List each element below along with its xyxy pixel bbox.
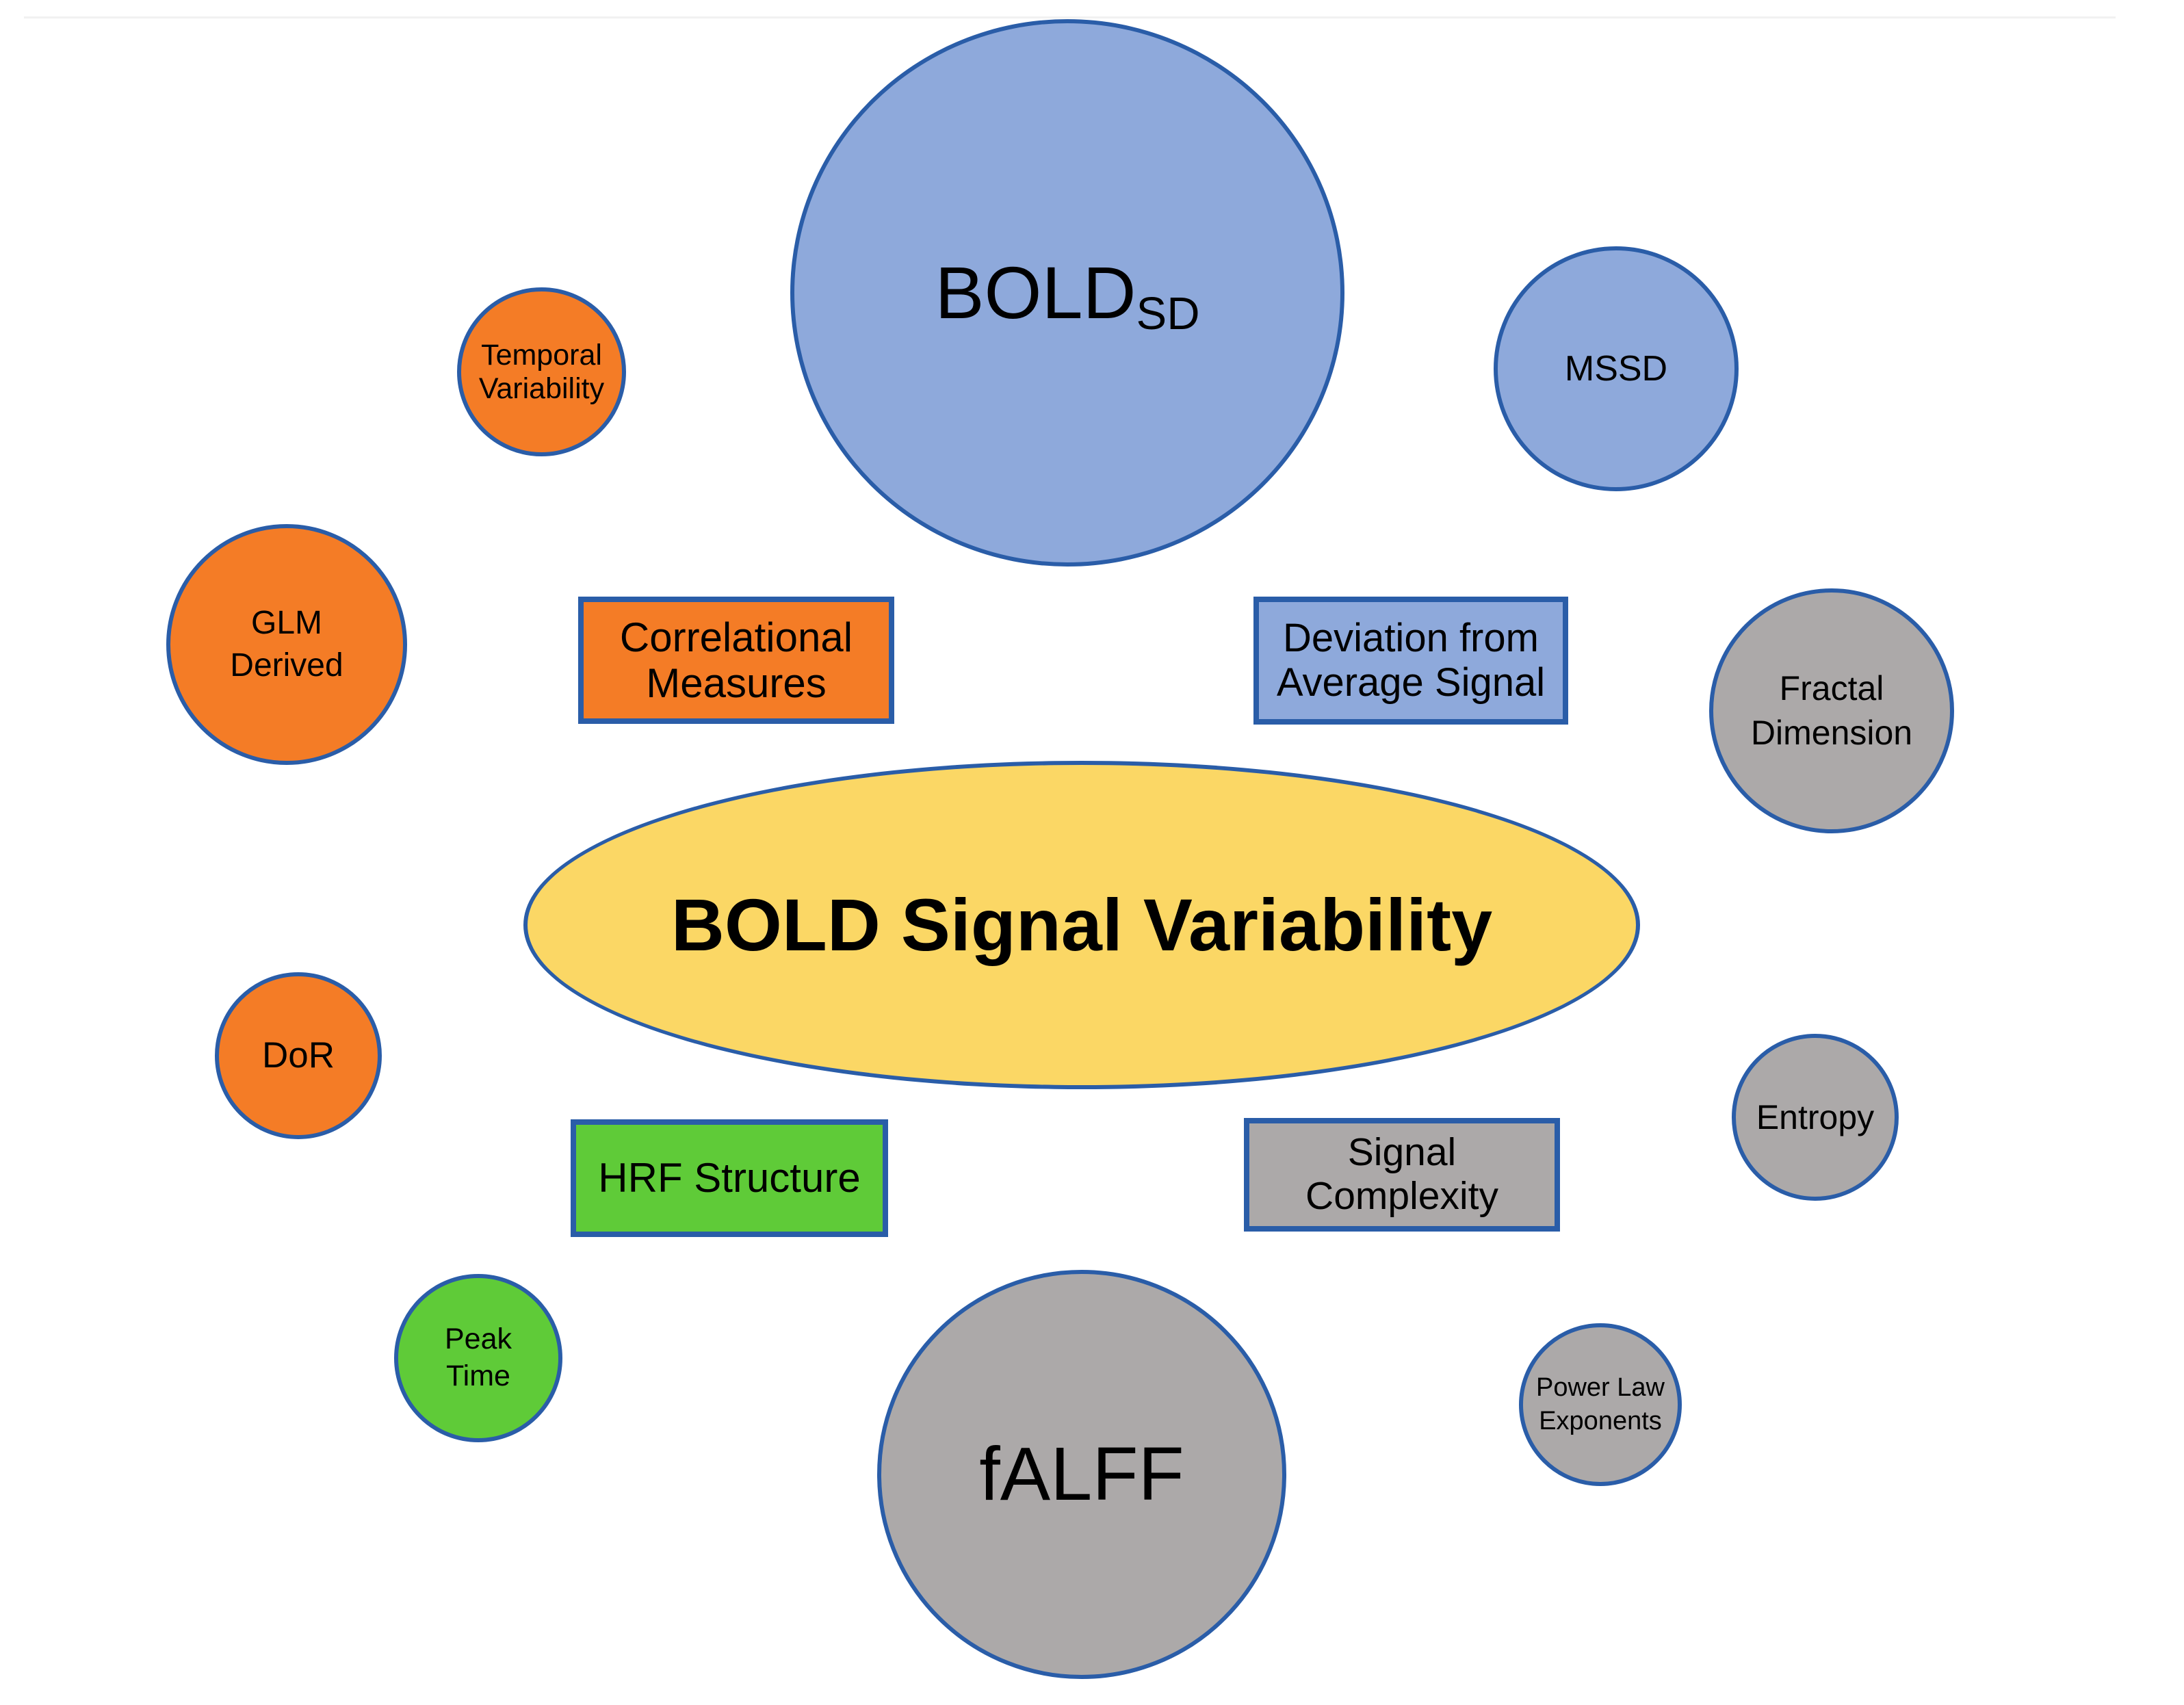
correlational-measures-label: Correlational Measures [619,614,853,706]
signal-complexity-label: Signal Complexity [1305,1130,1498,1218]
bold-sd-circle: BOLDSD [790,19,1344,567]
deviation-from-average-signal-label: Deviation from Average Signal [1276,615,1546,705]
peak-time-circle: Peak Time [394,1274,562,1442]
temporal-variability-circle: Temporal Variability [457,287,626,456]
bold-sd-label: BOLDSD [935,250,1199,339]
temporal-variability-label: Temporal Variability [478,339,605,405]
hrf-structure-label: HRF Structure [598,1155,861,1201]
fractal-dimension-label: Fractal Dimension [1750,669,1913,752]
correlational-measures-rect: Correlational Measures [578,597,894,724]
glm-derived-label: GLM Derived [230,604,343,684]
bold-sd-main-text: BOLD [935,250,1136,334]
bold-sd-subscript: SD [1136,287,1200,339]
bold-signal-variability-title: BOLD Signal Variability [671,883,1493,966]
falff-label: fALFF [979,1432,1184,1517]
fractal-dimension-circle: Fractal Dimension [1709,588,1954,833]
entropy-circle: Entropy [1732,1034,1899,1201]
dor-label: DoR [261,1035,335,1076]
power-law-exponents-label: Power Law Exponents [1536,1372,1665,1435]
top-divider-line [24,16,2116,18]
hrf-structure-rect: HRF Structure [571,1119,888,1237]
falff-circle: fALFF [877,1270,1286,1679]
power-law-exponents-circle: Power Law Exponents [1519,1323,1682,1486]
entropy-label: Entropy [1756,1098,1875,1136]
peak-time-label: Peak Time [444,1323,512,1392]
mssd-circle: MSSD [1494,246,1739,491]
glm-derived-circle: GLM Derived [166,524,407,765]
deviation-from-average-signal-rect: Deviation from Average Signal [1253,597,1568,725]
dor-circle: DoR [215,972,382,1139]
bold-signal-variability-ellipse: BOLD Signal Variability [523,761,1640,1089]
mssd-label: MSSD [1564,348,1668,389]
signal-complexity-rect: Signal Complexity [1244,1118,1560,1232]
